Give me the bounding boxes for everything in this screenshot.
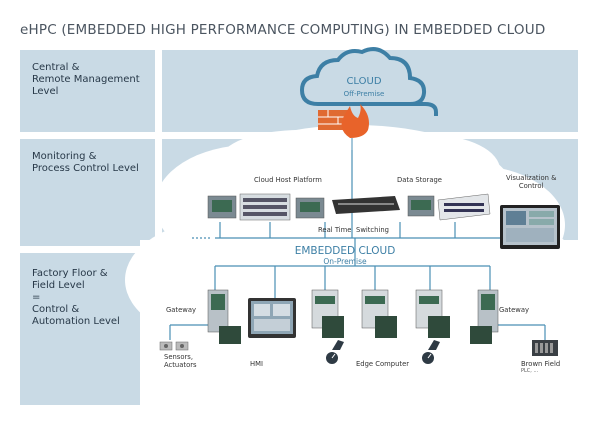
caption-brown-field-sub: PLC, ... xyxy=(521,368,539,374)
visualization-monitor xyxy=(500,205,560,249)
cloud-host-platform-device xyxy=(207,193,325,221)
diagram-title: eHPC (EMBEDDED HIGH PERFORMANCE COMPUTIN… xyxy=(20,22,546,38)
caption-real-time: Real Time xyxy=(318,226,352,234)
caption-edge: Edge Computer xyxy=(356,360,410,368)
caption-data-storage: Data Storage xyxy=(397,176,442,184)
embedded-cloud-sub: On-Premise xyxy=(323,257,367,266)
data-storage-device xyxy=(407,193,491,221)
edge-computer-3 xyxy=(415,289,450,338)
edge-computer-1 xyxy=(311,289,344,338)
cloud-icon: CLOUD Off-Premise xyxy=(299,47,438,116)
caption-brown-field: Brown Field xyxy=(521,360,561,368)
level-box-central xyxy=(20,50,155,132)
cloud-name: CLOUD xyxy=(346,76,381,87)
caption-visualization: Visualization & Control xyxy=(506,174,557,190)
sensors-icon xyxy=(159,341,189,351)
caption-sensors: Sensors, Actuators xyxy=(164,353,197,369)
caption-gateway-right: Gateway xyxy=(499,306,530,314)
caption-cloud-host: Cloud Host Platform xyxy=(254,176,322,184)
cloud-sub: Off-Premise xyxy=(344,90,385,98)
level-box-monitoring xyxy=(20,139,155,246)
robot-arm-icon-1 xyxy=(326,340,344,364)
robot-arm-icon-2 xyxy=(422,340,440,364)
embedded-cloud-name: EMBEDDED CLOUD xyxy=(295,245,396,257)
firewall-icon xyxy=(318,104,369,150)
level-label-monitoring: Monitoring & Process Control Level xyxy=(32,151,139,174)
brown-field-plc-icon xyxy=(532,340,558,356)
level-bg-central xyxy=(162,50,578,132)
level-label-central: Central & Remote Management Level xyxy=(32,62,140,97)
level-label-factory: Factory Floor & Field Level = Control & … xyxy=(32,268,120,327)
network-lines xyxy=(169,150,560,340)
caption-gateway-left: Gateway xyxy=(166,306,197,314)
caption-switching: Switching xyxy=(356,226,389,234)
caption-hmi: HMI xyxy=(250,360,263,368)
gateway-left-device xyxy=(207,289,241,344)
gateway-right-device xyxy=(470,289,499,344)
hmi-device xyxy=(248,298,296,338)
switch-device xyxy=(332,196,400,214)
edge-computer-2 xyxy=(361,289,397,338)
